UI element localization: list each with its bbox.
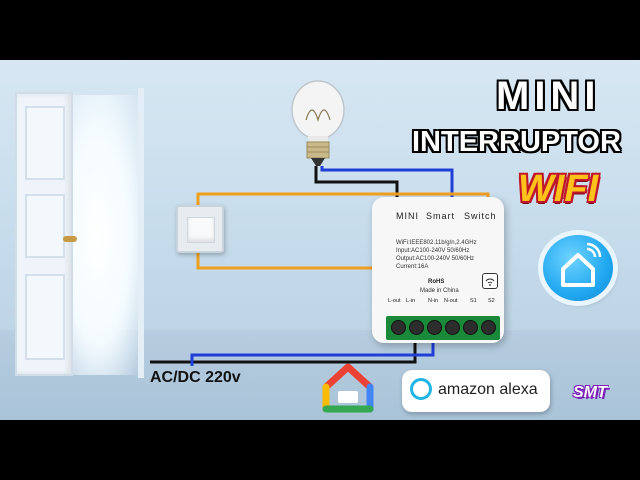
alexa-ring-icon (410, 378, 432, 400)
letterbox-top (0, 0, 640, 60)
letterbox-bottom (0, 420, 640, 480)
door-panel (25, 106, 65, 180)
watermark-smt: SMT (573, 384, 607, 401)
terminal-label: S1 (470, 298, 477, 304)
made-in: Made in China (420, 288, 459, 294)
terminal-screw (409, 320, 424, 335)
door-handle (63, 236, 77, 242)
title-interruptor: INTERRUPTOR (412, 126, 621, 158)
spec-input: Input:AC100-240V 50/60Hz (396, 248, 470, 254)
spec-current: Current:16A (396, 264, 429, 270)
terminal-screw (463, 320, 478, 335)
terminal-screw (427, 320, 442, 335)
spec-output: Output:AC100-240V 50/60Hz (396, 256, 475, 262)
door-panel (25, 194, 65, 258)
google-home-icon (322, 363, 374, 413)
terminal-screw (391, 320, 406, 335)
brand-switch: Switch (464, 211, 497, 221)
terminal-label: N-in (428, 298, 439, 304)
light-bulb-icon (291, 80, 345, 166)
wifi-badge-icon (482, 273, 498, 289)
title-mini: MINI (496, 74, 601, 118)
door-panel (25, 274, 65, 360)
terminal-label: L-in (406, 298, 416, 304)
smart-home-app-icon (543, 235, 613, 301)
brand-smart: Smart (426, 211, 456, 221)
wall-switch-icon (176, 205, 224, 253)
door (15, 92, 77, 376)
spec-wifi: WiFi:IEEE802.11b/g/n,2.4GHz (396, 240, 477, 246)
alexa-label: amazon alexa (438, 381, 538, 398)
switch-rocker (187, 217, 215, 243)
title-wifi: WIFI (518, 168, 599, 210)
terminal-label: L-out (388, 298, 401, 304)
terminal-label: S2 (488, 298, 495, 304)
alexa-badge: amazon alexa (402, 370, 550, 412)
door-frame (138, 88, 144, 378)
terminal-screw (445, 320, 460, 335)
terminal-screw (481, 320, 496, 335)
terminal-label: N-out (444, 298, 458, 304)
brand-mini: MINI (396, 211, 419, 221)
rohs-mark: RoHS (428, 279, 445, 285)
power-label: AC/DC 220v (150, 369, 241, 386)
